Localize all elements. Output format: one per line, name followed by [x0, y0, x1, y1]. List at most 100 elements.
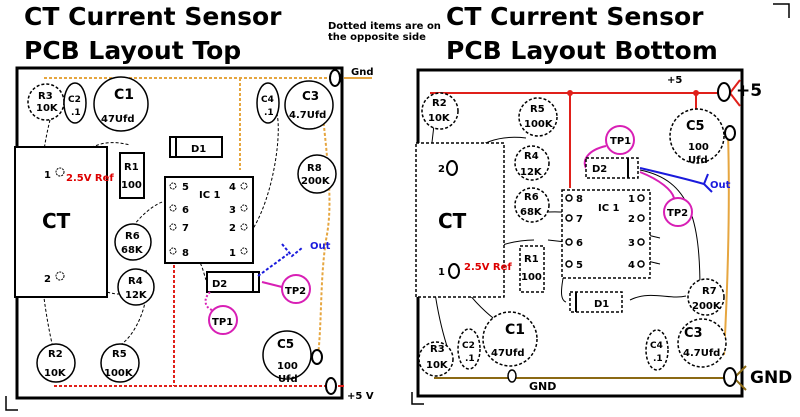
bottom-ic1-pin: 4 — [628, 260, 635, 271]
bottom-gnd-small: GND — [529, 380, 556, 393]
top-c4 — [256, 82, 280, 124]
top-r4-name: R4 — [128, 276, 143, 287]
bottom-c1-value: 47Ufd — [491, 348, 525, 359]
bottom-d1-name: D1 — [594, 299, 609, 310]
bottom-tp1 — [605, 125, 635, 155]
bottom-r4-name: R4 — [524, 151, 539, 162]
ic-pad — [169, 182, 177, 190]
gnd-wire-right — [317, 107, 331, 357]
bottom-r4-value: 12K — [520, 167, 543, 178]
power-pad — [717, 82, 731, 102]
top-tp2-name: TP2 — [285, 286, 306, 297]
bottom-r1-name: R1 — [524, 254, 539, 265]
gnd-pad — [723, 367, 737, 387]
top-r6-name: R6 — [125, 231, 140, 242]
corner-mark — [5, 396, 18, 411]
bottom-tp2-name: TP2 — [667, 208, 688, 219]
top-r3-value: 10K — [36, 103, 59, 114]
bottom-ct-pin-1: 1 — [438, 267, 445, 278]
top-ic1-pin: 5 — [182, 182, 189, 193]
ic-pad — [565, 194, 573, 202]
top-c1 — [93, 76, 149, 132]
ic-pad — [565, 214, 573, 222]
top-c3 — [284, 80, 334, 130]
top-c2-name: C2 — [68, 95, 81, 105]
bottom-c1-name: C1 — [505, 322, 525, 338]
bottom-r5-name: R5 — [530, 104, 545, 115]
ic-pad — [240, 223, 248, 231]
bottom-c4-name: C4 — [650, 341, 663, 351]
top-ic1-pin: 6 — [182, 205, 189, 216]
opposite-side-note: Dotted items are on the opposite side — [328, 21, 441, 43]
tp2-lead — [261, 281, 283, 288]
top-layout: CT 1 2 2.5V Ref R3 10K C2 .1 C1 47Ufd C4… — [14, 66, 374, 402]
bottom-r2-value: 10K — [428, 113, 451, 124]
top-c3-name: C3 — [302, 89, 319, 103]
top-r3-name: R3 — [38, 91, 53, 102]
top-d1 — [169, 136, 223, 158]
bottom-r2-name: R2 — [432, 98, 447, 109]
pad — [507, 369, 517, 383]
bottom-r3-name: R3 — [430, 344, 445, 355]
top-r8-name: R8 — [307, 163, 322, 174]
bottom-r7-value: 200K — [692, 301, 722, 312]
top-r2-name: R2 — [48, 349, 63, 360]
bottom-r4 — [514, 145, 550, 181]
top-tp1-name: TP1 — [212, 317, 233, 328]
top-ref-label: 2.5V Ref — [66, 173, 114, 184]
top-c5-name: C5 — [277, 337, 294, 351]
top-c2 — [63, 82, 87, 124]
bottom-r1 — [519, 245, 545, 293]
top-r1-name: R1 — [124, 162, 139, 173]
bottom-d2 — [585, 157, 639, 179]
gnd-wire-right — [723, 132, 730, 356]
top-r4-value: 12K — [125, 290, 148, 301]
top-gnd-label: Gnd — [351, 67, 374, 78]
top-ic1-pin: 1 — [229, 248, 236, 259]
ic-pad — [240, 247, 248, 255]
pad — [724, 125, 736, 141]
ic-pad — [240, 204, 248, 212]
top-r5-name: R5 — [112, 349, 127, 360]
top-ct-pin-1: 1 — [44, 170, 51, 181]
bottom-gnd-label: GND — [750, 368, 792, 388]
bottom-5v-small: +5 — [667, 75, 682, 86]
top-c2-value: .1 — [71, 108, 81, 118]
bottom-c2-name: C2 — [462, 341, 475, 351]
ct-pad — [446, 160, 458, 176]
bottom-c4 — [645, 329, 669, 371]
bottom-tp1-name: TP1 — [610, 136, 631, 147]
top-ic1-pin: 2 — [229, 223, 236, 234]
top-r2-value: 10K — [44, 368, 67, 379]
top-c5-value: 100 — [277, 361, 298, 372]
ic-pad — [169, 223, 177, 231]
signal-trace — [629, 294, 687, 301]
top-ic1 — [164, 176, 254, 264]
top-ic1-label: IC 1 — [199, 190, 221, 201]
pad — [311, 349, 323, 365]
bottom-r3-value: 10K — [426, 360, 449, 371]
top-ic1-pin: 4 — [229, 182, 236, 193]
bottom-c3 — [677, 318, 727, 368]
top-r6 — [114, 223, 152, 261]
bottom-ic1-pin: 2 — [628, 214, 635, 225]
bottom-ct-body — [415, 142, 505, 298]
bottom-r6-name: R6 — [524, 192, 539, 203]
top-tp2 — [281, 274, 311, 304]
top-ic1-pin: 7 — [182, 223, 189, 234]
top-r4 — [117, 268, 155, 306]
tp1-lead — [204, 291, 213, 311]
bottom-out-label: Out — [710, 180, 731, 191]
top-out-wire — [257, 243, 303, 277]
bottom-ref-label: 2.5V Ref — [464, 262, 512, 273]
gnd-pad — [329, 69, 341, 87]
top-c1-name: C1 — [114, 87, 134, 103]
bottom-ic1-pin: 7 — [576, 214, 583, 225]
bottom-ic1 — [561, 189, 651, 279]
top-r8 — [297, 154, 337, 194]
top-ct-label: CT — [42, 209, 71, 233]
ic-pad — [565, 260, 573, 268]
bottom-r6-value: 68K — [520, 207, 543, 218]
tp2-lead — [639, 171, 675, 199]
